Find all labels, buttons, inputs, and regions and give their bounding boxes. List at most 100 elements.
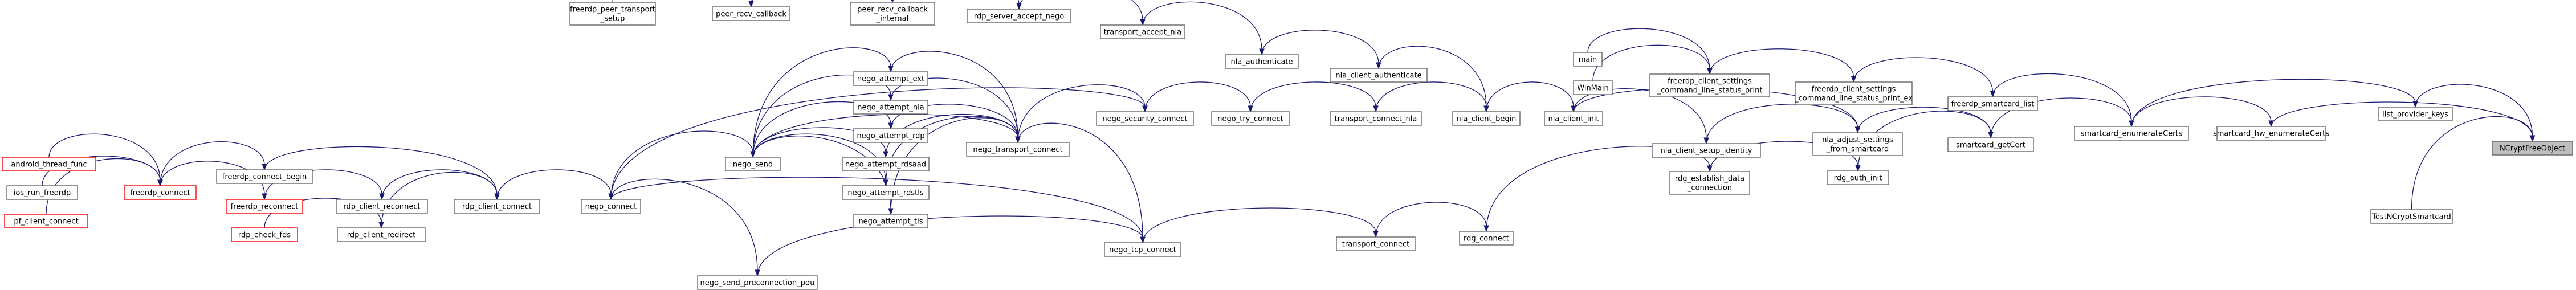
node-rdg-establish[interactable]: rdg_establish_data_connection	[1669, 171, 1750, 195]
node-main[interactable]: main	[1573, 52, 1603, 67]
node-label: nego_attempt_rdsaad	[845, 161, 926, 169]
node-label: peer_recv_callback	[857, 6, 928, 14]
node-smartcard-enumerate[interactable]: smartcard_enumerateCerts	[2074, 126, 2189, 141]
edge-testncryptsmartcard-to-root	[2411, 116, 2536, 210]
node-winmain[interactable]: WinMain	[1573, 80, 1613, 95]
node-box	[124, 185, 197, 200]
edge-nego-send-to-nego-attempt-ext	[752, 47, 894, 158]
node-label: ios_run_freerdp	[14, 189, 71, 198]
node-fcs-print-ex[interactable]: freerdp_client_settings_command_line_sta…	[1794, 81, 1913, 105]
node-testncryptsmartcard[interactable]: TestNCryptSmartcard	[2370, 209, 2453, 224]
node-nego-attempt-rdsaad[interactable]: nego_attempt_rdsaad	[842, 157, 930, 171]
node-transport-connect[interactable]: transport_connect	[1336, 236, 1416, 251]
node-box	[1104, 242, 1181, 257]
node-box	[1573, 80, 1613, 95]
node-nego-security-connect[interactable]: nego_security_connect	[1096, 111, 1194, 126]
edge-arrowhead	[888, 122, 894, 130]
node-box	[1947, 137, 2034, 152]
node-nego-attempt-rdp[interactable]: nego_attempt_rdp	[853, 128, 928, 143]
node-smartcard-getcert[interactable]: smartcard_getCert	[1947, 137, 2034, 152]
edge-arrowhead	[2412, 101, 2418, 108]
node-box	[966, 142, 1070, 157]
node-android-thread-func[interactable]: android_thread_func	[2, 157, 96, 171]
node-nla-authenticate[interactable]: nla_authenticate	[1225, 54, 1299, 69]
node-nego-transport-connect[interactable]: nego_transport_connect	[966, 142, 1070, 157]
node-nego-send-preconnection-pdu[interactable]: nego_send_preconnection_pdu	[697, 275, 818, 290]
node-fcs-print[interactable]: freerdp_client_settings_command_line_sta…	[1649, 73, 1770, 97]
node-box	[1544, 111, 1603, 126]
node-nla-setup-identity[interactable]: nla_client_setup_identity	[1652, 143, 1761, 158]
node-transport-accept-nla[interactable]: transport_accept_nla	[1100, 24, 1185, 39]
node-label: transport_accept_nla	[1104, 28, 1182, 37]
node-box	[1452, 111, 1521, 126]
node-freerdp-peer-transport-setup[interactable]: freerdp_peer_transport_setup	[569, 2, 656, 26]
node-box	[1096, 111, 1194, 126]
node-label: nego_attempt_ext	[857, 75, 924, 84]
node-rdp-check-fds[interactable]: rdp_check_fds	[231, 227, 298, 242]
node-box	[2492, 141, 2573, 156]
node-label: freerdp_smartcard_list	[1951, 100, 2035, 109]
node-label: NCryptFreeObject	[2500, 145, 2565, 153]
node-peer-recv-callback[interactable]: peer_recv_callback	[712, 6, 790, 21]
edge-arrowhead	[1015, 136, 1021, 144]
node-label: nego_attempt_tls	[858, 218, 923, 226]
node-box	[853, 71, 928, 86]
node-nego-try-connect[interactable]: nego_try_connect	[1211, 111, 1290, 126]
node-box	[2378, 107, 2453, 121]
node-smartcard-hw-enumerate[interactable]: smartcard_hw_enumerateCerts	[2213, 126, 2329, 141]
edge-freerdp-reconnect-to-rdp-client-reconnect	[264, 169, 385, 201]
edge-nego-try-connect-to-transport-connect-nla	[1250, 81, 1379, 113]
edge-arrowhead	[1016, 3, 1022, 10]
node-box	[1459, 231, 1514, 246]
edge-arrowhead	[1373, 105, 1379, 113]
node-transport-connect-nla[interactable]: transport_connect_nla	[1330, 111, 1422, 126]
edge-smartcard-enumerate-to-smartcard-hw-enumerate	[2131, 96, 2274, 128]
node-box	[2074, 126, 2189, 141]
edge-nego-transport-connect-to-nego-tcp-connect	[1017, 122, 1146, 244]
node-label: _command_line_status_print	[1657, 87, 1763, 95]
node-rdp-client-connect[interactable]: rdp_client_connect	[454, 199, 540, 214]
node-nla-adjust[interactable]: nla_adjust_settings_from_smartcard	[1812, 132, 1903, 156]
node-label: nego_security_connect	[1102, 115, 1187, 124]
node-nla-client-authenticate[interactable]: nla_client_authenticate	[1330, 68, 1428, 83]
node-rdp-client-redirect[interactable]: rdp_client_redirect	[337, 227, 426, 242]
edge-arrowhead	[1376, 62, 1381, 70]
node-label: rdp_client_reconnect	[343, 203, 420, 211]
node-label: rdg_auth_init	[1834, 174, 1882, 183]
node-nla-client-init[interactable]: nla_client_init	[1544, 111, 1603, 126]
node-rdg-connect[interactable]: rdg_connect	[1459, 231, 1514, 246]
node-label: list_provider_keys	[2382, 111, 2448, 119]
node-nego-connect[interactable]: nego_connect	[581, 199, 641, 214]
node-rdg-auth-init[interactable]: rdg_auth_init	[1827, 170, 1889, 185]
node-nego-attempt-rdstls[interactable]: nego_attempt_rdstls	[842, 185, 930, 200]
edge-arrowhead	[750, 151, 756, 158]
node-label: main	[1579, 56, 1597, 64]
node-rdp-client-reconnect[interactable]: rdp_client_reconnect	[336, 199, 428, 214]
node-nego-attempt-ext[interactable]: nego_attempt_ext	[853, 71, 928, 86]
node-freerdp-reconnect[interactable]: freerdp_reconnect	[226, 199, 303, 214]
node-box	[4, 214, 88, 228]
node-label: rdg_establish_data	[1675, 175, 1744, 183]
node-box	[842, 185, 930, 200]
node-peer-recv-callback-internal[interactable]: peer_recv_callback_internal	[850, 2, 935, 26]
node-rdp-server-accept-nego[interactable]: rdp_server_accept_nego	[967, 9, 1071, 23]
node-nego-attempt-tls[interactable]: nego_attempt_tls	[853, 214, 928, 228]
node-freerdp-connect[interactable]: freerdp_connect	[124, 185, 197, 200]
edge-arrowhead	[1483, 105, 1489, 113]
node-label: _command_line_status_print_ex	[1794, 95, 1913, 103]
node-nego-tcp-connect[interactable]: nego_tcp_connect	[1104, 242, 1181, 257]
node-box	[967, 9, 1071, 23]
node-nla-client-begin[interactable]: nla_client_begin	[1452, 111, 1521, 126]
node-nego-attempt-nla[interactable]: nego_attempt_nla	[853, 100, 928, 115]
node-label: nego_tcp_connect	[1109, 246, 1176, 255]
edge-nego-tcp-connect-to-transport-connect	[1142, 207, 1379, 243]
node-ios-run-freerdp[interactable]: ios_run_freerdp	[6, 185, 78, 200]
node-nego-send[interactable]: nego_send	[725, 157, 781, 171]
edge-smartcard-hw-enumerate-to-root	[2271, 101, 2536, 142]
node-label: freerdp_connect_begin	[222, 173, 307, 182]
node-freerdp-smartcard-list[interactable]: freerdp_smartcard_list	[1947, 96, 2038, 111]
node-list-provider-keys[interactable]: list_provider_keys	[2378, 107, 2453, 121]
node-pf-client-connect[interactable]: pf_client_connect	[4, 214, 88, 228]
node-label: nego_send	[733, 161, 773, 169]
node-freerdp-connect-begin[interactable]: freerdp_connect_begin	[216, 169, 313, 184]
